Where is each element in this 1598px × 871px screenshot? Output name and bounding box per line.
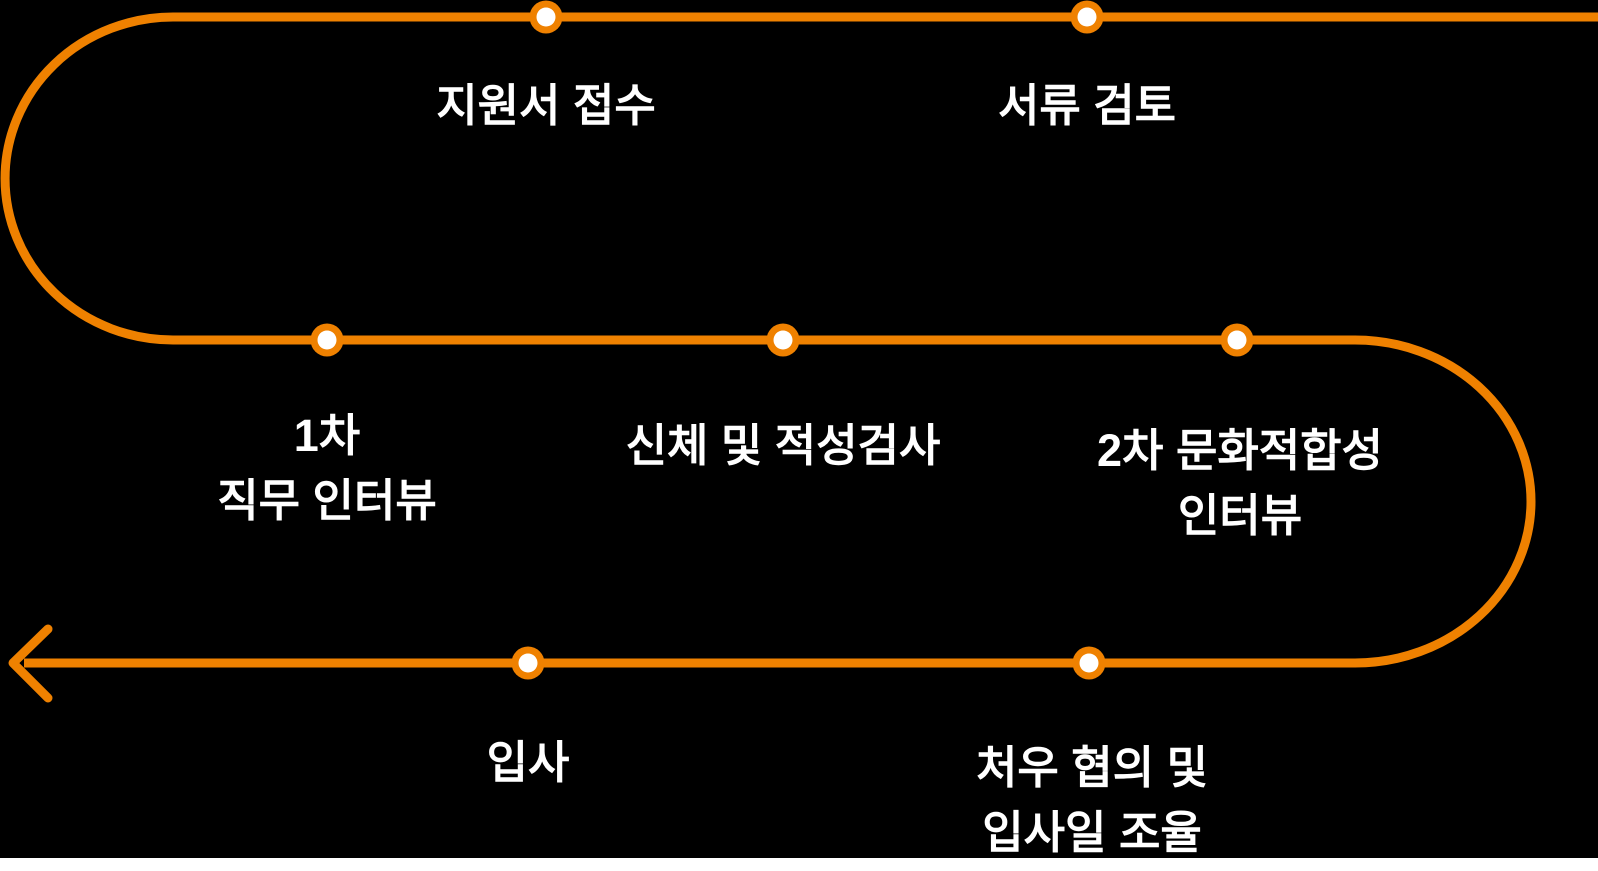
node-dot bbox=[773, 330, 793, 350]
process-node-document-review bbox=[1070, 0, 1104, 34]
process-track-path bbox=[0, 12, 1598, 668]
step-label-line: 입사일 조율 bbox=[982, 807, 1202, 858]
node-dot bbox=[1227, 330, 1247, 350]
step-label-line: 2차 문화적합성 bbox=[1097, 425, 1383, 476]
step-label-first-interview: 1차 직무 인터뷰 bbox=[217, 403, 437, 533]
process-node-second-interview bbox=[1220, 323, 1254, 357]
step-label-joining: 입사 bbox=[487, 730, 570, 795]
step-label-line: 1차 bbox=[293, 410, 361, 461]
node-dot bbox=[317, 330, 337, 350]
step-label-line: 서류 검토 bbox=[997, 80, 1177, 131]
process-node-application bbox=[529, 0, 563, 34]
process-node-first-interview bbox=[310, 323, 344, 357]
step-label-document-review: 서류 검토 bbox=[998, 73, 1176, 138]
step-label-physical-aptitude-test: 신체 및 적성검사 bbox=[626, 413, 941, 478]
node-dot bbox=[518, 653, 538, 673]
step-label-line: 신체 및 적성검사 bbox=[625, 420, 941, 471]
node-dot bbox=[1077, 7, 1097, 27]
process-node-physical-aptitude-test bbox=[766, 323, 800, 357]
process-node-offer-negotiation bbox=[1072, 646, 1106, 680]
step-label-line: 처우 협의 및 bbox=[975, 742, 1209, 793]
step-label-line: 지원서 접수 bbox=[436, 80, 656, 131]
node-dot bbox=[536, 7, 556, 27]
node-dot bbox=[1079, 653, 1099, 673]
arrow-left-icon bbox=[8, 624, 53, 703]
bottom-white-strip bbox=[0, 858, 1598, 871]
step-label-offer-negotiation: 처우 협의 및 입사일 조율 bbox=[976, 735, 1208, 865]
step-label-second-interview: 2차 문화적합성 인터뷰 bbox=[1097, 418, 1383, 548]
process-node-joining bbox=[511, 646, 545, 680]
step-label-line: 인터뷰 bbox=[1177, 490, 1303, 541]
step-label-line: 직무 인터뷰 bbox=[217, 475, 437, 526]
step-label-line: 입사 bbox=[486, 737, 570, 788]
step-label-application: 지원서 접수 bbox=[436, 73, 656, 138]
